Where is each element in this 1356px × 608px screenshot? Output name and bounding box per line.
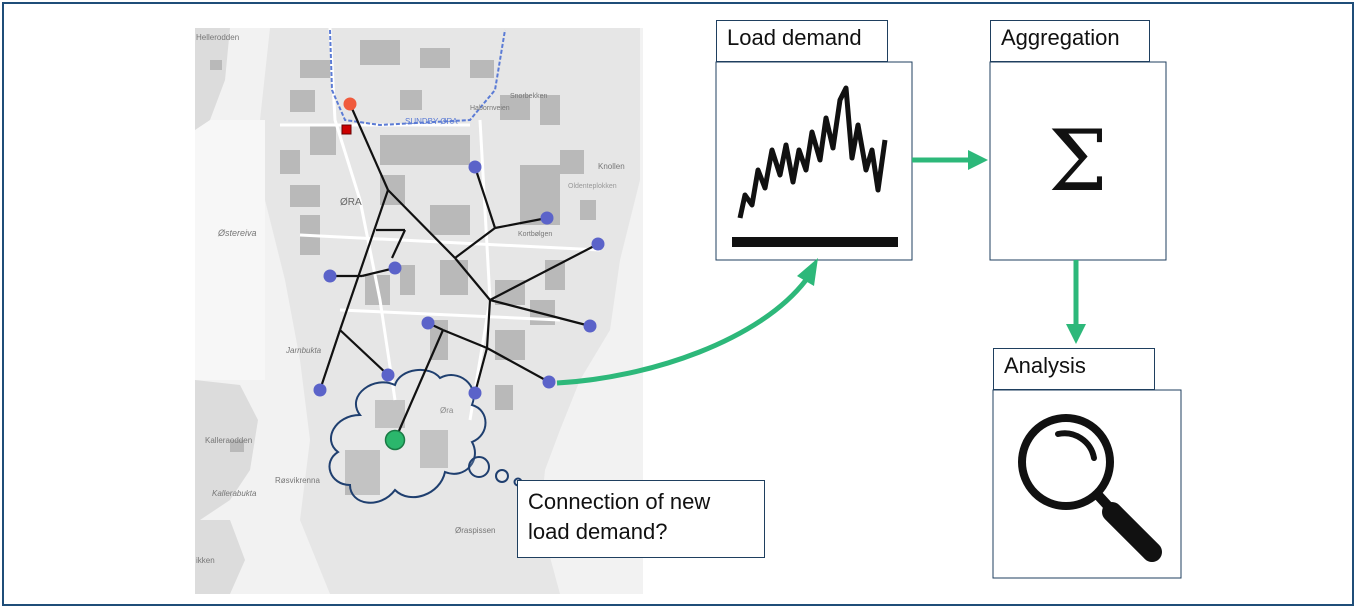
label-jarnbukta: Jarnbukta (285, 346, 322, 355)
callout-line-1: Connection of new (528, 489, 711, 514)
load-curve-icon (737, 85, 888, 219)
label-oraspissen: Øraspissen (455, 526, 495, 535)
label-ostereiva: Østereiva (217, 228, 257, 238)
label-kalleraodden: Kalleraodden (205, 436, 252, 445)
network-node (313, 383, 327, 397)
network-node (468, 386, 482, 400)
analysis-title: Analysis (993, 348, 1155, 390)
aggregation-box (989, 61, 1167, 261)
label-oldenteplokken: Oldenteplokken (568, 183, 617, 190)
arrowhead-aggregation (968, 150, 988, 170)
flow-arrows (556, 150, 1086, 386)
aggregation-title: Aggregation (990, 20, 1150, 62)
network-node (468, 160, 482, 174)
substation-icon (341, 124, 352, 135)
label-hellerodden: Hellerodden (196, 33, 239, 42)
network-node (381, 368, 395, 382)
network-node (323, 269, 337, 283)
new-load-node (384, 429, 406, 451)
network-node (388, 261, 402, 275)
sigma-symbol: Σ (1048, 112, 1108, 210)
arrow-to-load-demand (556, 278, 808, 386)
label-kortbolgen: Kortbølgen (518, 231, 552, 238)
label-ora: ØRA (340, 197, 362, 208)
arrowhead-load-demand (797, 258, 818, 286)
magnifier-icon (1018, 414, 1162, 562)
load-baseline (732, 237, 898, 247)
network-node (421, 316, 435, 330)
label-knollen: Knollen (598, 162, 625, 171)
label-kallerabukta: Kallerabukta (212, 489, 257, 498)
network-lines (318, 103, 599, 441)
network-node (591, 237, 605, 251)
label-ikken: ikken (196, 556, 215, 565)
label-sundby: SUNDBY-ØRA (405, 117, 458, 126)
network-node (583, 319, 597, 333)
network-node (542, 375, 556, 389)
label-snorbekk: Snorbekken (510, 93, 547, 100)
network-node (540, 211, 554, 225)
new-connection-cloud (328, 368, 523, 504)
label-rosvikrenna: Røsvikrenna (275, 476, 320, 485)
source-node (343, 97, 357, 111)
new-connection-callout: Connection of new load demand? (517, 480, 765, 558)
arrowhead-analysis (1066, 324, 1086, 344)
load-demand-title: Load demand (716, 20, 888, 62)
label-ora-small: Øra (440, 406, 454, 415)
load-demand-box (715, 61, 913, 261)
callout-line-2: load demand? (528, 519, 668, 544)
label-hafnerveien: Habornveien (470, 105, 510, 112)
network-nodes (313, 97, 605, 451)
